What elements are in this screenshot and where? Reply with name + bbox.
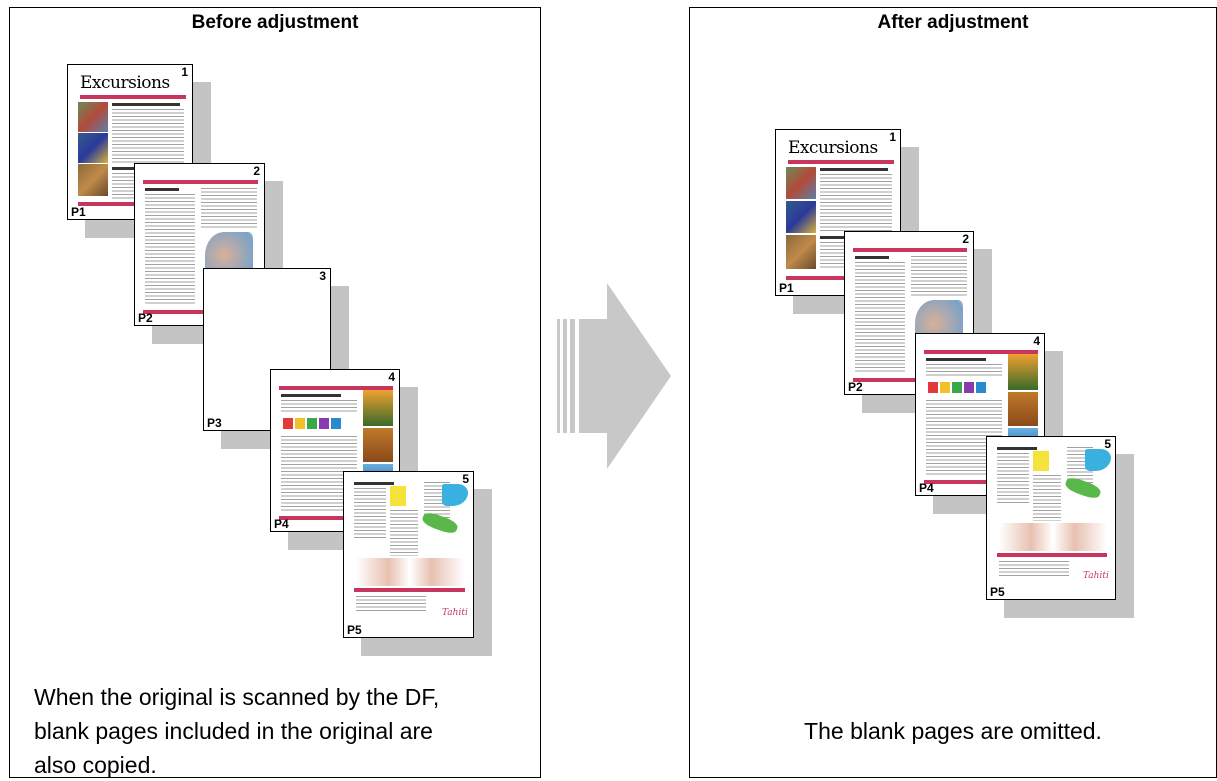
page-number: 2 <box>253 164 260 178</box>
page-label: P2 <box>848 380 863 394</box>
page-number: 3 <box>319 269 326 283</box>
logo: Tahiti <box>442 608 468 618</box>
photo-image <box>786 201 816 233</box>
after-caption: The blank pages are omitted. <box>804 718 1102 744</box>
photo-image <box>78 164 108 196</box>
map-image <box>442 484 468 506</box>
page-p5: Tahiti 5 P5 <box>986 436 1134 618</box>
photo-image <box>356 558 464 586</box>
photo-image <box>1008 392 1038 426</box>
map-image <box>1085 449 1111 471</box>
right-arrow-icon <box>557 283 671 469</box>
page-label: P4 <box>274 517 289 531</box>
page-label: P1 <box>779 281 794 295</box>
page-label: P5 <box>347 623 362 637</box>
logo: Tahiti <box>1083 571 1109 581</box>
page-number: 4 <box>388 370 395 384</box>
photo-image <box>1008 354 1038 390</box>
page-number: 1 <box>181 65 188 79</box>
photo-image <box>363 428 393 462</box>
page-label: P1 <box>71 205 86 219</box>
photo-image <box>786 235 816 269</box>
photo-image <box>999 523 1107 551</box>
before-panel: Before adjustment Excursions 1 P1 <box>9 7 541 778</box>
page-p5: Tahiti 5 P5 <box>343 471 492 656</box>
page-label: P5 <box>990 585 1005 599</box>
masthead: Excursions <box>788 138 878 158</box>
page-sheet: Excursions <box>775 129 901 296</box>
page-label: P4 <box>919 481 934 495</box>
page-number: 5 <box>462 472 469 486</box>
page-number: 4 <box>1033 334 1040 348</box>
photo-image <box>363 390 393 426</box>
page-label: P2 <box>138 311 153 325</box>
photo-image <box>786 167 816 199</box>
after-title: After adjustment <box>877 12 1029 33</box>
before-caption: When the original is scanned by the DF, … <box>34 684 440 778</box>
page-number: 2 <box>962 232 969 246</box>
photo-image <box>78 133 108 163</box>
page-label: P3 <box>207 416 222 430</box>
page-number: 1 <box>889 130 896 144</box>
masthead: Excursions <box>80 73 170 93</box>
after-panel: After adjustment Excursions 1 P1 <box>689 7 1217 778</box>
page-sheet: Tahiti <box>986 436 1116 600</box>
before-title: Before adjustment <box>191 12 359 33</box>
page-number: 5 <box>1104 437 1111 451</box>
page-sheet: Tahiti <box>343 471 474 638</box>
photo-image <box>78 102 108 132</box>
